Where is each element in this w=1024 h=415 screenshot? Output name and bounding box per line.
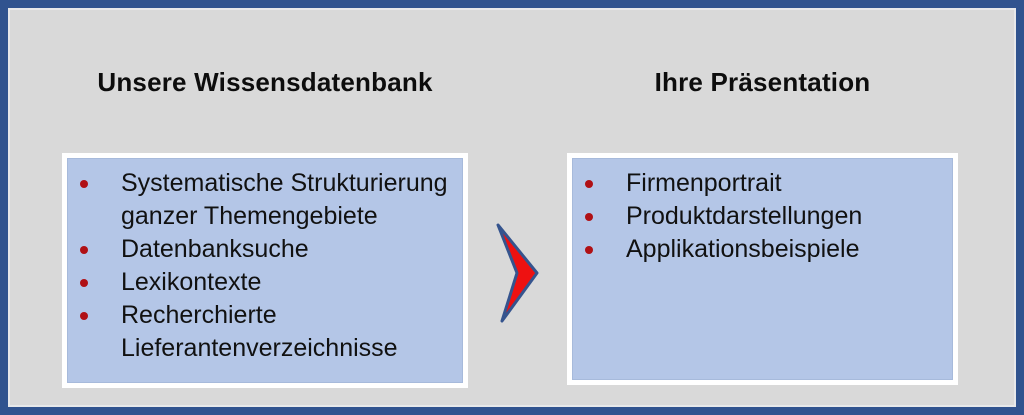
list-item-text: Applikationsbeispiele [626, 235, 860, 263]
list-item: Applikationsbeispiele [585, 233, 945, 266]
bullet-icon [585, 213, 593, 221]
list-item-text: Lexikontexte [121, 268, 262, 296]
list-item-text: Datenbanksuche [121, 235, 309, 263]
knowledge-base-list: Systematische Strukturierung ganzer Them… [67, 158, 463, 365]
list-item: Firmenportrait [585, 167, 945, 200]
list-item: Lexikontexte [80, 266, 455, 299]
presentation-heading: Ihre Präsentation [654, 67, 871, 97]
chevron-right-icon [493, 221, 542, 324]
presentation-list: Firmenportrait Produktdarstellungen Appl… [572, 158, 953, 266]
list-item-text: Firmenportrait [626, 169, 782, 197]
list-item: Produktdarstellungen [585, 200, 945, 233]
list-item: Systematische Strukturierung ganzer Them… [80, 167, 455, 233]
knowledge-base-box: Systematische Strukturierung ganzer Them… [62, 153, 468, 388]
list-item: Recherchierte Lieferantenverzeichnisse [80, 299, 455, 365]
list-item-text: Systematische Strukturierung ganzer Them… [121, 169, 448, 230]
bullet-icon [585, 246, 593, 254]
bullet-icon [80, 246, 88, 254]
knowledge-base-heading: Unsere Wissensdatenbank [97, 67, 433, 97]
presentation-box: Firmenportrait Produktdarstellungen Appl… [567, 153, 958, 385]
bullet-icon [80, 180, 88, 188]
bullet-icon [585, 180, 593, 188]
bullet-icon [80, 279, 88, 287]
bullet-icon [80, 312, 88, 320]
chevron-right-shape [496, 223, 539, 323]
list-item: Datenbanksuche [80, 233, 455, 266]
list-item-text: Produktdarstellungen [626, 202, 863, 230]
list-item-text: Recherchierte Lieferantenverzeichnisse [121, 301, 398, 362]
